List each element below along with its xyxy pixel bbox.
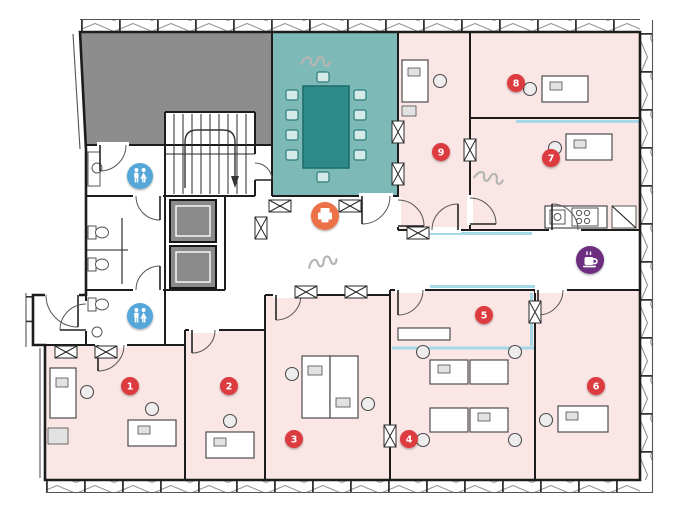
door xyxy=(135,195,161,221)
console-table xyxy=(397,327,451,341)
office-chair xyxy=(507,432,523,448)
door xyxy=(254,162,273,181)
plant-icon xyxy=(473,170,504,185)
door xyxy=(275,294,302,321)
room-badge-1: 1 xyxy=(121,377,139,395)
desk-cluster xyxy=(415,344,523,448)
office-chair xyxy=(415,432,431,448)
desk xyxy=(127,401,177,447)
office-chair xyxy=(144,401,160,417)
kitchenette xyxy=(544,205,637,229)
room-badge-8: 8 xyxy=(507,74,525,92)
office-chair xyxy=(222,413,238,429)
conference-set xyxy=(285,71,367,183)
room-badge-7: 7 xyxy=(542,149,560,167)
door-openings xyxy=(45,142,581,348)
office-chair xyxy=(507,344,523,360)
restroom-badge-lower xyxy=(127,303,153,329)
room-number-badges: 1 2 3 4 5 6 7 8 9 xyxy=(121,74,605,448)
svg-text:7: 7 xyxy=(548,153,555,164)
printer-icon xyxy=(318,208,332,223)
svg-text:8: 8 xyxy=(513,78,520,89)
svg-text:3: 3 xyxy=(291,434,298,445)
coffee-icon xyxy=(583,251,598,268)
svg-text:9: 9 xyxy=(438,147,445,158)
room-badge-6: 6 xyxy=(587,377,605,395)
svg-text:1: 1 xyxy=(127,381,134,392)
door xyxy=(191,329,216,354)
door xyxy=(361,195,391,225)
restroom-icon xyxy=(134,168,147,183)
svg-text:5: 5 xyxy=(481,310,488,321)
door xyxy=(431,203,459,231)
storage-gray-area xyxy=(80,32,272,145)
restroom-fixtures xyxy=(87,151,109,338)
door xyxy=(99,144,127,172)
office-chair xyxy=(432,73,448,89)
coffee-badge xyxy=(576,246,604,274)
window-bands xyxy=(25,18,654,494)
room-badge-9: 9 xyxy=(432,143,450,161)
room-badge-3: 3 xyxy=(285,430,303,448)
door xyxy=(45,294,79,328)
svg-text:2: 2 xyxy=(226,381,233,392)
room-badge-4: 4 xyxy=(400,430,418,448)
room-8-area xyxy=(470,32,640,118)
elevator xyxy=(169,199,217,243)
svg-text:6: 6 xyxy=(593,381,600,392)
door xyxy=(59,303,87,331)
plant-icon xyxy=(300,55,331,68)
desk xyxy=(47,367,95,445)
desk xyxy=(538,405,609,433)
room-badge-5: 5 xyxy=(475,306,493,324)
restroom-badge-upper xyxy=(127,163,153,189)
doors xyxy=(45,144,579,372)
elevator-bank xyxy=(169,199,217,289)
door xyxy=(135,265,161,291)
door xyxy=(397,289,424,316)
office-chair xyxy=(284,366,300,382)
room-badge-2: 2 xyxy=(220,377,238,395)
amenity-badges xyxy=(127,163,604,329)
restroom-icon xyxy=(134,308,147,323)
door xyxy=(469,197,497,225)
desk xyxy=(205,413,255,459)
desk-pair xyxy=(284,355,376,419)
staircase xyxy=(165,114,255,194)
printer-badge xyxy=(311,202,339,230)
desk xyxy=(522,75,589,103)
conference-table xyxy=(302,85,350,169)
elevator xyxy=(169,245,217,289)
desk xyxy=(547,133,613,161)
plant-icon xyxy=(308,255,338,270)
plants xyxy=(300,55,504,270)
office-chair xyxy=(538,412,554,428)
desk xyxy=(401,59,448,117)
office-chair xyxy=(522,81,538,97)
office-chair xyxy=(360,396,376,412)
office-chair xyxy=(415,344,431,360)
office-chair xyxy=(79,384,95,400)
door xyxy=(551,203,579,231)
door xyxy=(397,199,425,227)
svg-text:4: 4 xyxy=(406,434,413,445)
glass-partitions xyxy=(392,120,640,350)
